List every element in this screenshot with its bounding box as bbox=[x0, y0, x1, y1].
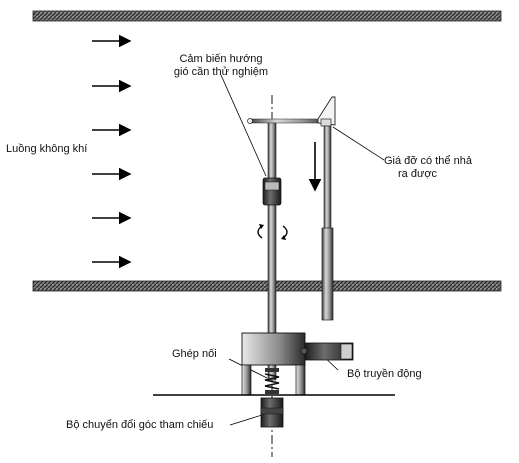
sensor-arm-tip bbox=[247, 118, 253, 124]
sensor-arm bbox=[248, 118, 330, 124]
sensor-label-line1: Cảm biến hướng bbox=[179, 53, 263, 65]
vane-hub bbox=[320, 118, 332, 127]
holder-label-line1: Giá đỡ có thể nhả bbox=[384, 155, 472, 167]
converter-label: Bộ chuyển đổi góc tham chiếu bbox=[66, 419, 214, 431]
airflow-arrows bbox=[92, 34, 132, 269]
release-holder-rod bbox=[323, 125, 332, 231]
wind-vane-tail bbox=[317, 96, 336, 126]
tunnel-ceiling-wall bbox=[32, 10, 502, 22]
release-holder-lower bbox=[321, 227, 334, 321]
sensor-label: Cảm biến hướng gió cần thử nghiệm bbox=[165, 53, 277, 79]
holder-label-line2: ra được bbox=[398, 168, 438, 180]
coupling-spring bbox=[264, 368, 280, 394]
housing-left-leg bbox=[241, 364, 252, 396]
housing-right-leg bbox=[295, 364, 306, 396]
sensor-leader-line bbox=[220, 74, 267, 177]
actuator-label: Bộ truyền động bbox=[347, 368, 422, 380]
airflow-label: Luồng không khí bbox=[6, 143, 88, 155]
coupling-label: Ghép nối bbox=[172, 348, 217, 360]
sensor-label-line2: gió cần thử nghiệm bbox=[173, 66, 269, 78]
actuator-housing bbox=[241, 332, 306, 366]
holder-leader-line bbox=[332, 126, 385, 161]
sensor-housing-collar bbox=[264, 181, 280, 191]
holder-label: Giá đỡ có thể nhả ra được bbox=[384, 155, 472, 181]
actuator-motor-cap bbox=[340, 343, 353, 360]
converter-leader-line bbox=[229, 414, 263, 426]
tunnel-floor-wall bbox=[32, 280, 502, 292]
converter-band bbox=[260, 407, 284, 415]
rotation-arrows-icon bbox=[257, 224, 288, 240]
actuator-shaft-end bbox=[300, 347, 308, 355]
